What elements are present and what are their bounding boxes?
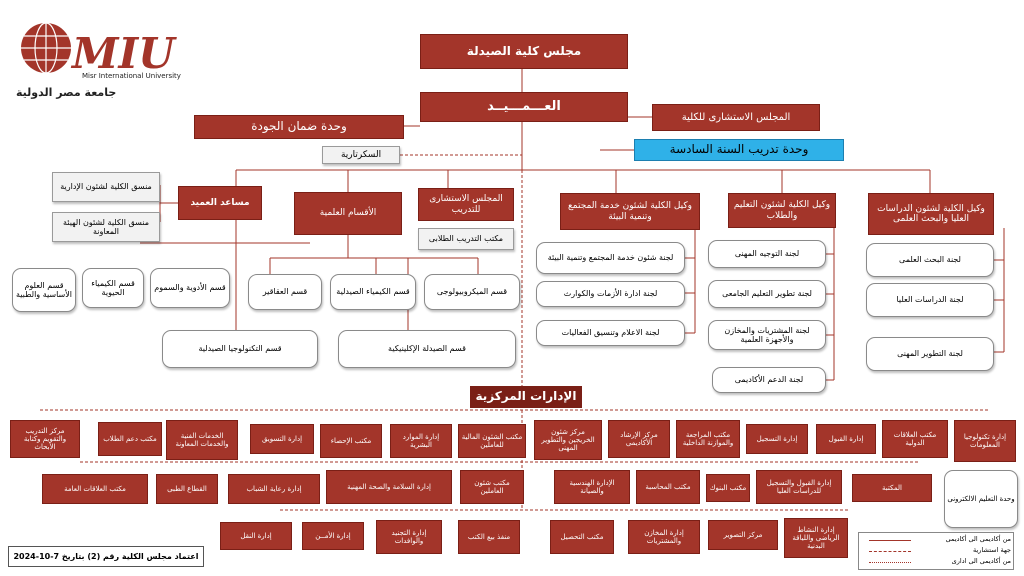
training-center: مركز التدريب والتقويم وكتابة الأبحاث — [10, 420, 80, 458]
public-relations: مكتب العلاقات العامة — [42, 474, 148, 504]
dept-clinical: قسم الصيدلة الإكلينيكية — [338, 330, 516, 368]
safety-dept: إدارة السلامة والصحة المهنية — [326, 470, 452, 504]
security-dept: إدارة الأمــن — [302, 522, 364, 550]
dept-pharm-chemistry: قسم الكيمياء الصيدلية — [330, 274, 416, 310]
globe-logo-icon: MIU Misr International University جامعة … — [16, 22, 181, 99]
legend-academic: من أكاديمى الى أكاديمى — [945, 535, 1011, 543]
logo-letters: MIU — [70, 29, 177, 78]
secretariat: السكرتارية — [322, 146, 400, 164]
committee-media: لجنة الاعلام وتنسيق الفعاليات — [536, 320, 685, 346]
collection-office: مكتب التحصيل — [550, 520, 614, 554]
dept-biochemistry: قسم الكيمياء الحيوية — [82, 268, 144, 308]
committee-crisis: لجنة ادارة الأزمات والكوارث — [536, 281, 685, 307]
university-logo: MIU Misr International University جامعة … — [14, 12, 189, 102]
faculty-council: مجلس كلية الصيدلة — [420, 34, 628, 69]
committee-professional: لجنة التطوير المهنى — [866, 337, 994, 371]
vice-dean-education: وكيل الكلية لشئون التعليم والطلاب — [728, 193, 836, 228]
photography-center: مركز التصوير — [708, 520, 778, 550]
dean: العـــمـــيــد — [420, 92, 628, 122]
library: المكتبة — [852, 474, 932, 502]
medical-sector: القطاع الطبى — [156, 474, 218, 504]
staff-finance-office: مكتب الشئون المالية للعاملين — [458, 424, 526, 458]
committee-postgrad: لجنة الدراسات العليا — [866, 283, 994, 317]
committee-research: لجنة البحث العلمى — [866, 243, 994, 277]
quality-unit: وحدة ضمان الجودة — [194, 115, 404, 139]
dept-pharmacology: قسم الأدوية والسموم — [150, 268, 230, 308]
scientific-departments: الأقسام العلمية — [294, 192, 402, 235]
hr-dept: إدارة الموارد البشرية — [390, 424, 452, 458]
it-department: إدارة تكنولوجيا المعلومات — [954, 420, 1016, 462]
admission-dept: إدارة القبول — [816, 424, 876, 454]
training-office: مكتب التدريب الطلابى — [418, 228, 514, 250]
committee-procurement: لجنة المشتريات والمخازن والأجهزة العلمية — [708, 320, 826, 350]
engineering-maintenance: الإدارة الهندسية والصيانة — [554, 470, 630, 504]
academic-advising: مركز الإرشاد الأكاديمى — [608, 420, 670, 458]
committee-academic-support: لجنة الدعم الأكاديمى — [712, 367, 826, 393]
legend-admin: من أكاديمى الى ادارى — [951, 557, 1011, 565]
logo-english: Misr International University — [82, 72, 181, 80]
committee-university-ed: لجنة تطوير التعليم الجامعى — [708, 280, 826, 308]
registration-dept: إدارة التسجيل — [746, 424, 808, 454]
dept-basic-medical: قسم العلوم الأساسية والطبية — [12, 268, 76, 312]
committee-community-service: لجنة شئون خدمة المجتمع وتنمية البيئة — [536, 242, 685, 274]
dept-technology: قسم التكنولوجيا الصيدلية — [162, 330, 318, 368]
stores-procurement: إدارة المخازن والمشتريات — [628, 520, 700, 554]
youth-care: إدارة رعاية الشباب — [228, 474, 320, 504]
legend: من أكاديمى الى أكاديمى جهة استشارية من أ… — [858, 532, 1014, 570]
staff-affairs-office: مكتب شئون العاملين — [460, 470, 524, 504]
accounting-office: مكتب المحاسبة — [636, 470, 700, 504]
vice-dean-grad: وكيل الكلية لشئون الدراسات العليا والبحث… — [868, 193, 994, 235]
coordinator-admin: منسق الكلية لشئون الإدارية — [52, 172, 160, 202]
training-council: المجلس الاستشارى للتدريب — [418, 188, 514, 221]
advisory-council: المجلس الاستشارى للكلية — [652, 104, 820, 131]
sports-dept: إدارة النشاط الرياضى واللياقة البدنية — [784, 518, 848, 558]
grad-admission-dept: إدارة القبول والتسجيل للدراسات العليا — [756, 470, 842, 504]
technical-services: الخدمات الفنية والخدمات المعاونة — [166, 420, 238, 460]
committee-guidance: لجنة التوجيه المهنى — [708, 240, 826, 268]
student-support: مكتب دعم الطلاب — [98, 422, 162, 456]
alumni-center: مركز شئون الخريجين والتطوير المهنى — [534, 420, 602, 460]
banks-office: مكتب البنوك — [706, 474, 750, 502]
approval-note: اعتماد مجلس الكلية رقم (2) بتاريخ 7-10-2… — [8, 546, 204, 567]
bookstore: منفذ بيع الكتب — [458, 520, 520, 554]
elearning-unit: وحدة التعليم الالكترونى — [944, 470, 1018, 528]
assistant-dean: مساعد العميد — [178, 186, 262, 220]
conscription-dept: إدارة التجنيد والوافدات — [376, 520, 442, 554]
dept-microbiology: قسم الميكروبيولوجى — [424, 274, 520, 310]
coordinator-staff: منسق الكلية لشئون الهيئة المعاونة — [52, 212, 160, 242]
dept-pharmacognosy: قسم العقاقير — [248, 274, 322, 310]
statistics-office: مكتب الإحصاء — [320, 424, 382, 458]
central-departments-title: الإدارات المركزية — [470, 386, 582, 408]
audit-office: مكتب المراجعة والموازنة الداخلية — [676, 420, 740, 458]
logo-arabic: جامعة مصر الدولية — [16, 86, 116, 99]
international-relations: مكتب العلاقات الدولية — [882, 420, 948, 458]
marketing-dept: إدارة التسويق — [250, 424, 314, 454]
sixth-year-unit: وحدة تدريب السنة السادسة — [634, 139, 844, 161]
legend-advisory: جهة استشارية — [973, 546, 1011, 554]
vice-dean-community: وكيل الكلية لشئون خدمة المجتمع وتنمية ال… — [560, 193, 700, 230]
transport-dept: إدارة النقل — [220, 522, 292, 550]
